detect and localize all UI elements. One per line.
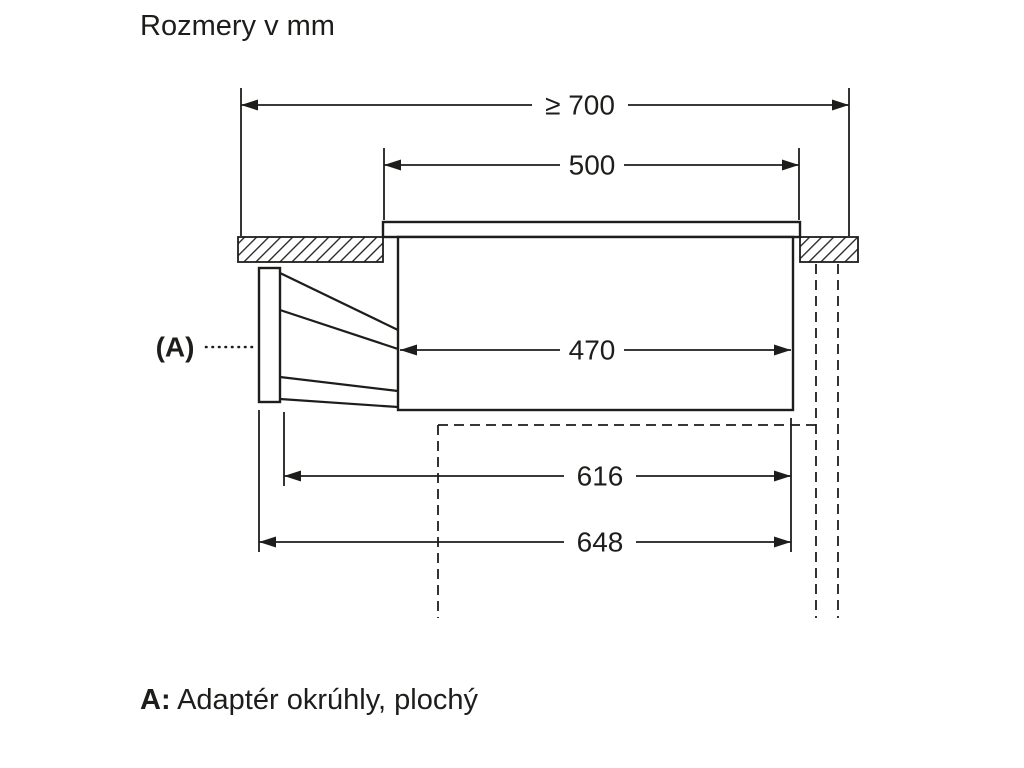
hob-body [396,235,795,412]
adapter-duct [257,266,282,404]
arrowhead-right [782,159,799,171]
dimension-top-width: 500 [383,148,800,220]
callout-a: (A) [156,332,256,363]
dim-label-inner-width: 470 [569,335,616,366]
arrowhead-left [400,344,417,356]
dim-label-overall-width: ≥ 700 [545,90,615,121]
arrowhead-right [774,536,791,548]
arrowhead-left [384,159,401,171]
arrowhead-right [774,344,791,356]
dim-label-depth-bottom: 648 [577,527,624,558]
page-title: Rozmery v mm [140,10,335,42]
countertop-right-hatch [799,236,859,263]
callout-a-label: (A) [156,332,195,363]
footnote-text: Adaptér okrúhly, plochý [177,684,478,716]
arrowhead-right [774,470,791,482]
dimension-depth-bottom: 648 [258,410,791,558]
dashed-clearance-outline [437,264,839,618]
dimension-depth-mid: 616 [283,412,792,552]
arrowhead-right [832,99,849,111]
countertop-left-hatch [237,236,384,263]
transition-line [279,375,399,393]
transition-line [279,272,399,331]
footnote-label: A: [140,684,171,716]
transition-line [279,308,399,351]
arrowhead-left [259,536,276,548]
arrowhead-left [284,470,301,482]
dim-label-depth-mid: 616 [577,461,624,492]
hob-top-plate [381,220,802,239]
transition-line [279,397,399,409]
footnote: A: Adaptér okrúhly, plochý [140,684,478,717]
arrowhead-left [241,99,258,111]
dim-label-top-width: 500 [569,150,616,181]
dimension-overall-width: ≥ 700 [240,88,850,236]
adapter-transition [279,272,399,409]
dimension-inner-width: 470 [400,335,791,366]
